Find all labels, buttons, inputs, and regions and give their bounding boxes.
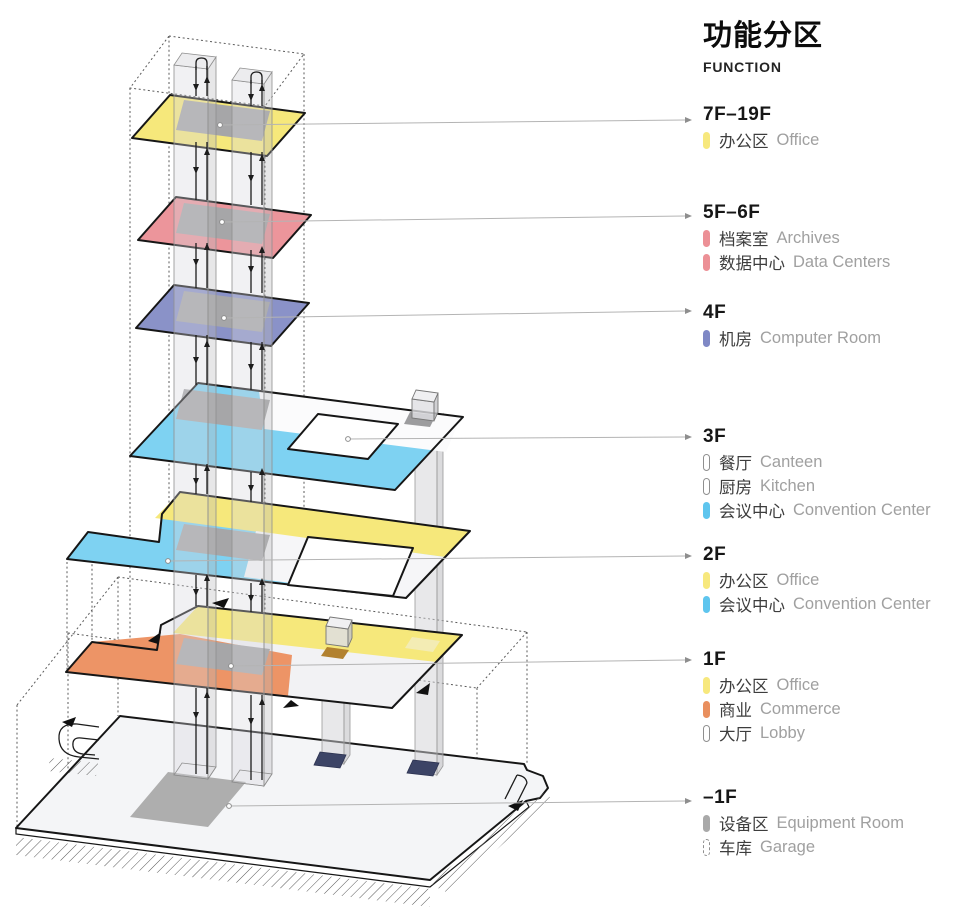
shaft-base-cap: [406, 759, 440, 777]
legend-title-block: 功能分区 FUNCTION: [703, 12, 823, 75]
shaft-box-3f: [404, 389, 439, 427]
color-swatch: [703, 229, 710, 247]
legend-row-convention-center: 会议中心 Convention Center: [703, 592, 958, 616]
legend-row-data-centers: 数据中心 Data Centers: [703, 250, 958, 274]
entrance-arrows: [148, 598, 430, 708]
legend-row-office: 办公区 Office: [703, 673, 958, 697]
floor-label: –1F: [703, 787, 738, 808]
page-subtitle: FUNCTION: [703, 59, 782, 75]
legend-row-commerce: 商业 Commerce: [703, 697, 958, 721]
legend-row-equipment-room: 设备区 Equipment Room: [703, 811, 958, 835]
equipment-area: [130, 772, 246, 827]
core-opening: [176, 389, 270, 430]
legend-group-7f-19f: 7F–19F 办公区 Office: [703, 104, 958, 152]
legend-group-5f-6f: 5F–6F 档案室 Archives 数据中心 Data Centers: [703, 202, 958, 274]
floor-label: 5F–6F: [703, 202, 761, 223]
color-swatch: [703, 453, 710, 471]
floor-label: 7F–19F: [703, 104, 772, 125]
color-swatch: [703, 724, 710, 742]
legend-row-archives: 档案室 Archives: [703, 226, 958, 250]
legend-row-office: 办公区 Office: [703, 568, 958, 592]
floor-plate-2f: [66, 491, 471, 599]
legend-group-1f: 1F 办公区 Office 商业 Commerce 大厅 Lobby: [703, 649, 958, 745]
color-swatch: [703, 253, 710, 271]
color-swatch: [703, 571, 710, 589]
floor-plate-b1: [15, 715, 552, 907]
floor-plate-4f: [135, 284, 310, 347]
earth-hatching: [16, 837, 430, 907]
shaft-box-1f: [321, 616, 353, 659]
core-opening: [176, 291, 270, 332]
ramp-arrow: [62, 717, 76, 727]
legend-row-kitchen: 厨房 Kitchen: [703, 474, 958, 498]
legend-row-convention-center: 会议中心 Convention Center: [703, 498, 958, 522]
leader-lines: [165, 117, 692, 809]
page-title: 功能分区: [703, 20, 824, 52]
floor-label: 3F: [703, 426, 727, 447]
legend-row-lobby: 大厅 Lobby: [703, 721, 958, 745]
legend-row-office: 办公区 Office: [703, 128, 958, 152]
color-swatch: [703, 814, 710, 832]
canteen-void: [287, 413, 399, 460]
color-swatch: [703, 329, 710, 347]
legend-row-computer-room: 机房 Computer Room: [703, 326, 958, 350]
elevator-cores: [173, 52, 273, 788]
courtyard-void: [287, 536, 414, 597]
color-swatch: [703, 700, 710, 718]
legend-panel: 功能分区 FUNCTION 7F–19F 办公区 Office 5F–6F 档案…: [703, 0, 958, 914]
color-swatch: [703, 477, 710, 495]
core-opening: [176, 100, 270, 141]
color-swatch: [703, 501, 710, 519]
earth-hatching: [430, 792, 552, 893]
legend-group-2f: 2F 办公区 Office 会议中心 Convention Center: [703, 544, 958, 616]
shaft-base-cap: [313, 751, 347, 769]
circulation-arrows: [193, 57, 265, 780]
legend-row-garage: 车库 Garage: [703, 835, 958, 859]
floor-label: 2F: [703, 544, 727, 565]
floor-label: 1F: [703, 649, 727, 670]
core-opening: [176, 524, 270, 561]
color-swatch: [703, 131, 710, 149]
floor-label: 4F: [703, 302, 727, 323]
floor-plate-3f: [129, 382, 464, 491]
legend-group-b1: –1F 设备区 Equipment Room 车库 Garage: [703, 787, 958, 859]
legend-group-4f: 4F 机房 Computer Room: [703, 302, 958, 350]
color-swatch: [703, 676, 710, 694]
color-swatch: [703, 595, 710, 613]
legend-row-canteen: 餐厅 Canteen: [703, 450, 958, 474]
legend-group-3f: 3F 餐厅 Canteen 厨房 Kitchen 会议中心 Convention…: [703, 426, 958, 522]
floor-plate-1f: [65, 605, 463, 709]
floor-plate-5f6f: [137, 196, 312, 259]
garage-ramp-left: [58, 717, 100, 760]
color-swatch: [703, 838, 710, 856]
